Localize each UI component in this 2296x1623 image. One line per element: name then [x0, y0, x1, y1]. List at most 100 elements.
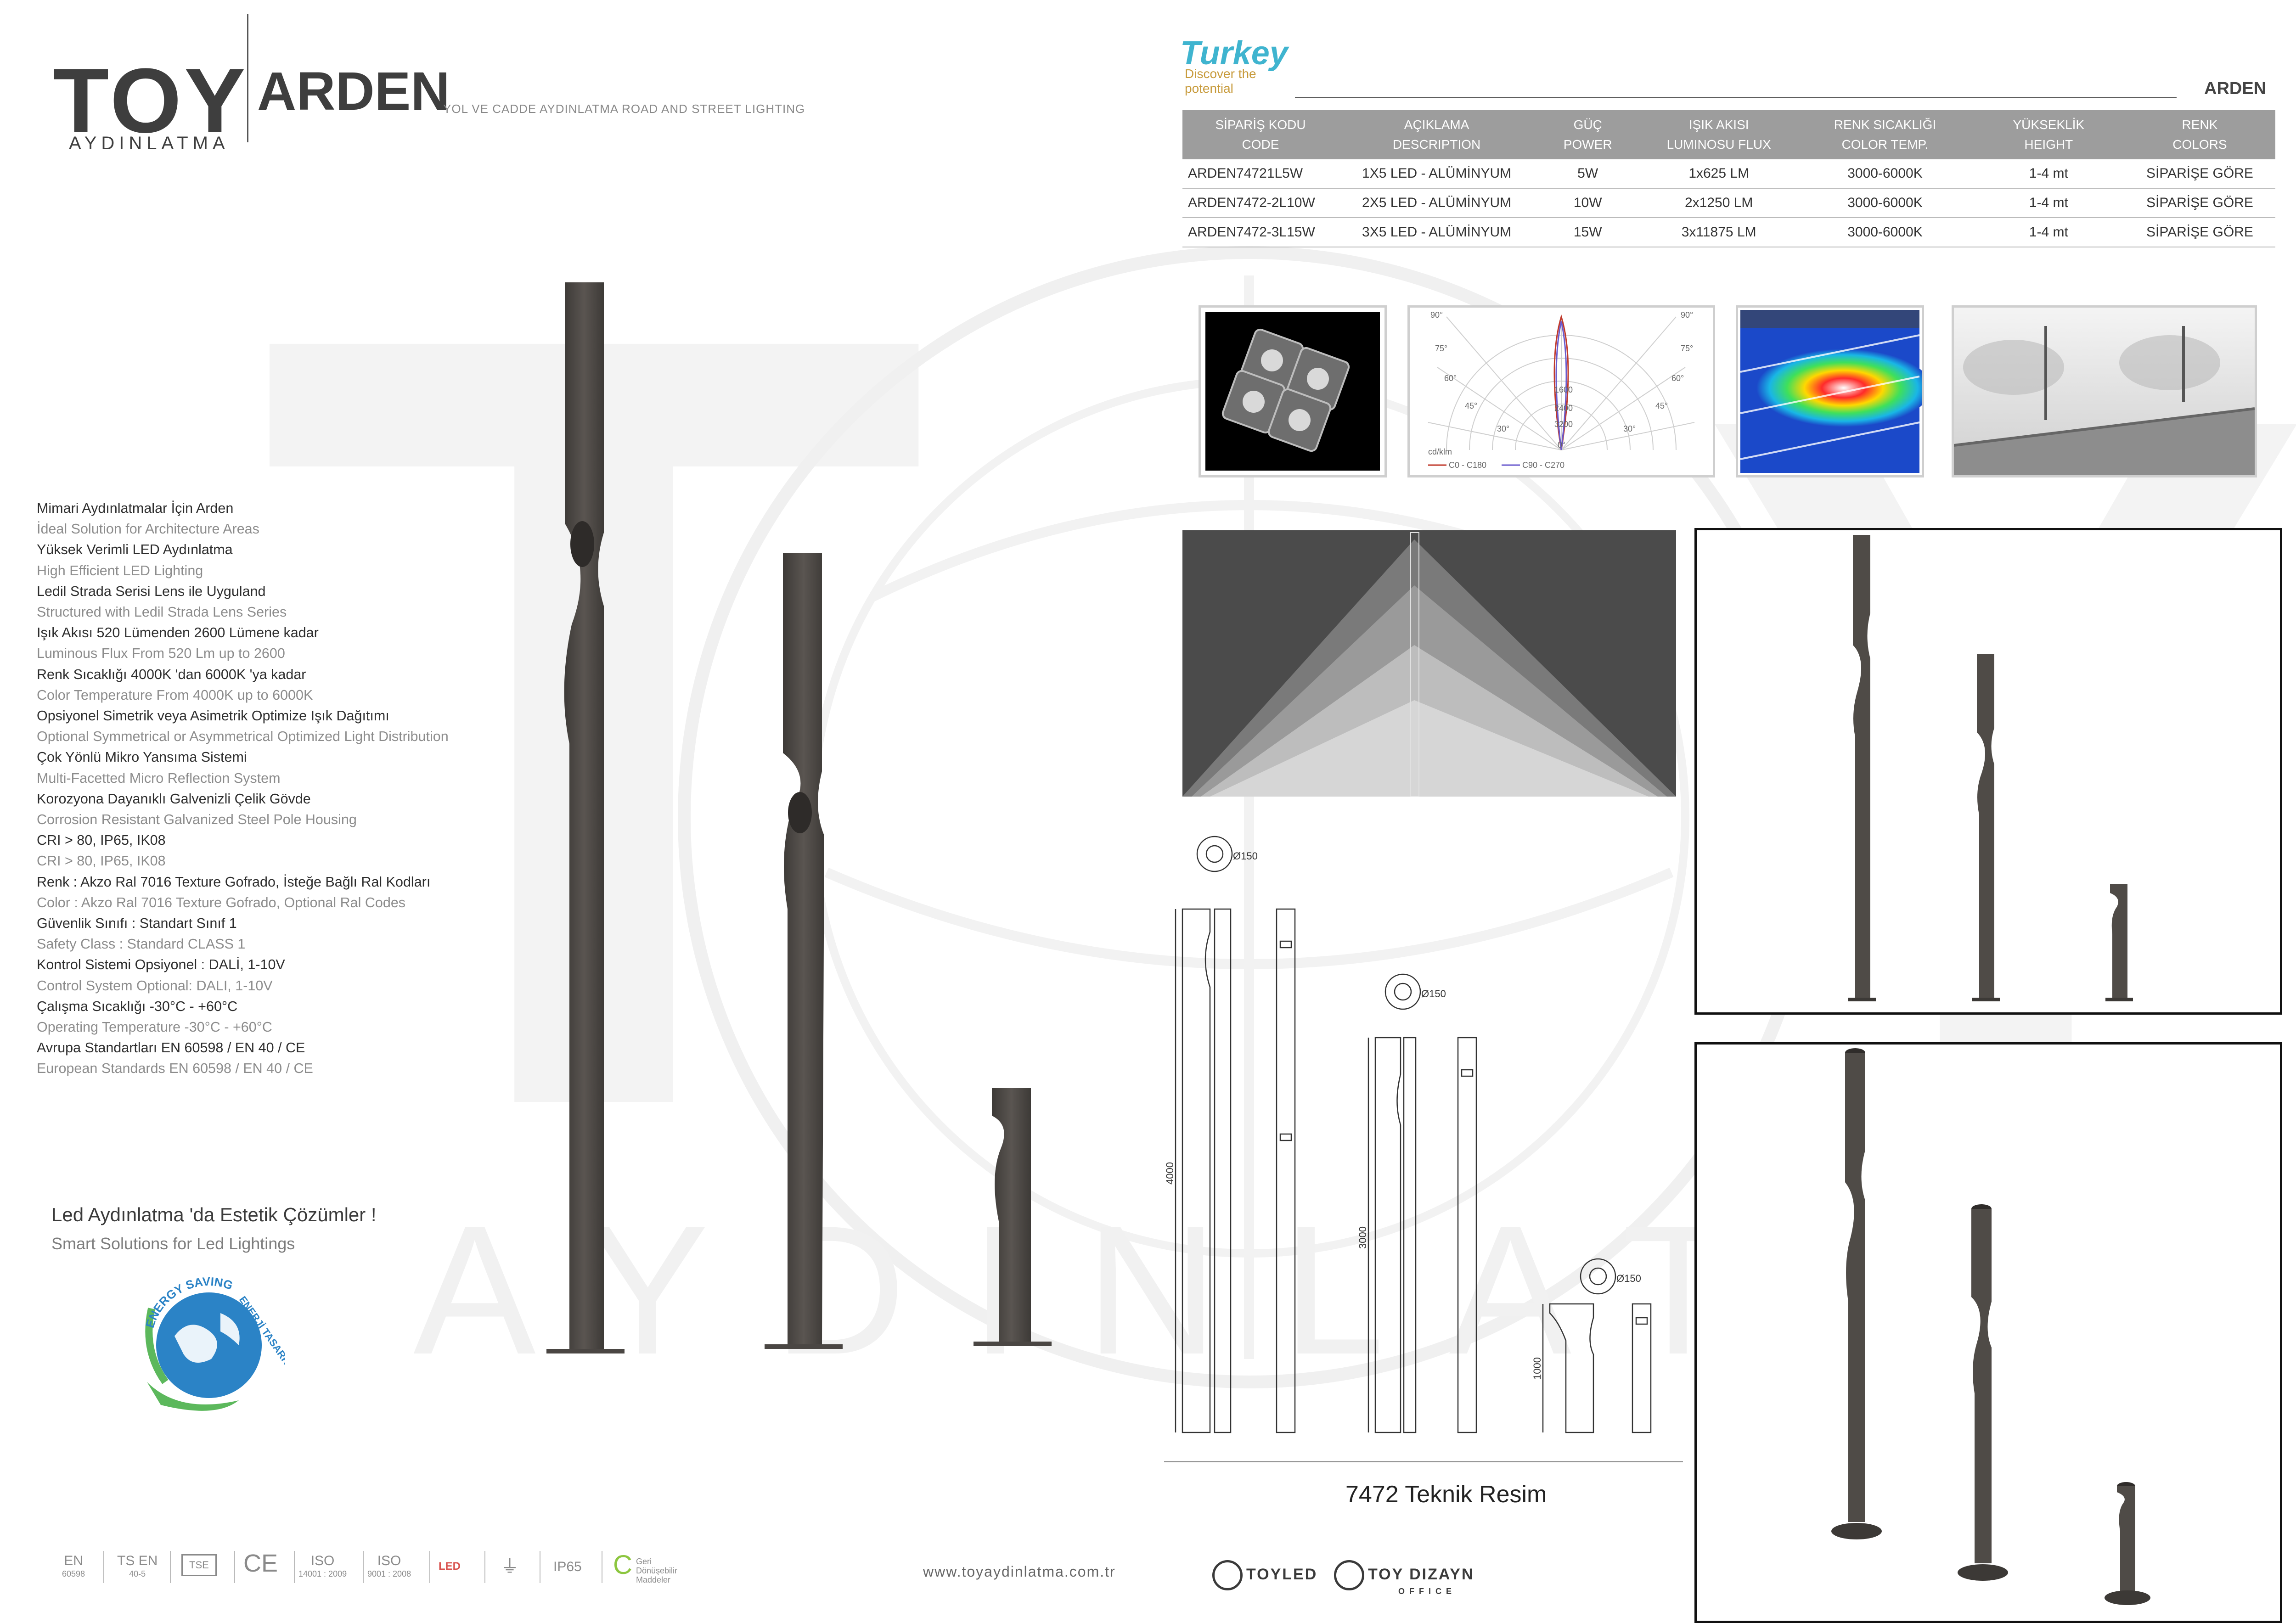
height-label-4000: 4000: [1164, 1162, 1176, 1185]
polar-curve-c0: [1553, 314, 1569, 450]
pole-medium: [765, 553, 843, 1349]
feature-tr: Mimari Aydınlatmalar İçin Arden: [37, 500, 234, 516]
feature-en: Structured with Ledil Strada Lens Series: [37, 604, 287, 620]
cert-tse: TSE: [181, 1554, 217, 1576]
diameter-label: Ø150: [1233, 850, 1258, 862]
toyled-icon: [1212, 1560, 1243, 1590]
angle-label: 45°: [1465, 401, 1477, 410]
cell: ARDEN74721L5W: [1182, 159, 1339, 189]
feature-tr: Ledil Strada Serisi Lens ile Uyguland: [37, 583, 266, 599]
feature-tr: CRI > 80, IP65, IK08: [37, 832, 166, 848]
cell: 10W: [1535, 188, 1641, 218]
street-render-image: [1953, 308, 2255, 475]
brand-subtitle: AYDINLATMA: [69, 133, 230, 153]
cert-ip65: IP65: [553, 1559, 582, 1574]
feature-en: Operating Temperature -30°C - +60°C: [37, 1019, 272, 1035]
cell: SİPARİŞE GÖRE: [2124, 217, 2275, 247]
product-code-right: ARDEN: [2204, 79, 2267, 98]
poles-render: [546, 282, 1052, 1353]
angle-label: 75°: [1681, 344, 1693, 353]
heatmap-image: [1740, 310, 1931, 473]
cell: SİPARİŞE GÖRE: [2124, 159, 2275, 189]
feature-en: European Standards EN 60598 / EN 40 / CE: [37, 1061, 313, 1077]
cell: 3000-6000K: [1797, 217, 1973, 247]
feature-en: Corrosion Resistant Galvanized Steel Pol…: [37, 812, 357, 828]
product-subtitle: YOL VE CADDE AYDINLATMA ROAD AND STREET …: [443, 102, 805, 116]
angle-label: 30°: [1623, 424, 1636, 433]
feature-en: Safety Class : Standard CLASS 1: [37, 936, 246, 952]
legend-c0: C0 - C180: [1449, 461, 1486, 470]
feature-tr: Kontrol Sistemi Opsiyonel : DALİ, 1-10V: [37, 957, 285, 973]
cert-separator: [170, 1551, 171, 1583]
angle-label: 90°: [1430, 310, 1443, 320]
pole-side-view: [1848, 535, 2133, 1001]
cell: 3X5 LED - ALÜMİNYUM: [1339, 217, 1535, 247]
slogan-tr: Led Aydınlatma 'da Estetik Çözümler !: [51, 1204, 377, 1225]
toyled-brand: TOYLED: [1212, 1560, 1317, 1590]
feature-en: İdeal Solution for Architecture Areas: [37, 521, 259, 537]
polar-diagram: 90° 90° 75° 75° 60° 60° 45° 45° 30° 30° …: [1407, 305, 1715, 477]
pole-tall: [546, 282, 625, 1353]
heatmap-photo: [1736, 305, 1931, 477]
cell: 15W: [1535, 217, 1641, 247]
feature-tr: Işık Akısı 520 Lümenden 2600 Lümene kada…: [37, 625, 319, 641]
cell: 1x625 LM: [1641, 159, 1797, 189]
angle-label: 0°: [1558, 440, 1565, 449]
feature-en: Control System Optional: DALI, 1-10V: [37, 977, 273, 994]
feature-en: Color : Akzo Ral 7016 Texture Gofrado, O…: [37, 894, 406, 910]
led-module-image: [1205, 312, 1380, 471]
product-title: ARDEN: [257, 61, 450, 122]
legend-c90: C90 - C270: [1522, 461, 1564, 470]
cell: SİPARİŞE GÖRE: [2124, 188, 2275, 218]
turkey-logo: Turkey: [1180, 35, 1288, 72]
height-label-3000: 3000: [1357, 1226, 1368, 1249]
technical-drawing: Ø150 Ø150 Ø150 4000 3000 1000: [1164, 836, 1652, 1433]
slogan-en: Smart Solutions for Led Lightings: [51, 1234, 295, 1253]
recycle-icon: C: [613, 1550, 632, 1580]
energy-saving-badge: ENERGY SAVING ENERJİ TASARRUFU: [143, 1275, 285, 1411]
cert-separator: [294, 1551, 295, 1583]
turkey-tagline: Discover the potential: [1185, 67, 1256, 96]
footer-url[interactable]: www.toyaydinlatma.com.tr: [923, 1563, 1116, 1580]
cell: 1-4 mt: [1973, 188, 2124, 218]
cell: 3000-6000K: [1797, 159, 1973, 189]
street-render-photo: [1952, 305, 2257, 477]
feature-tr: Korozyona Dayanıklı Galvenizli Çelik Göv…: [37, 791, 311, 807]
cell: 1-4 mt: [1973, 217, 2124, 247]
feature-tr: Renk : Akzo Ral 7016 Texture Gofrado, İs…: [37, 874, 431, 890]
cert-separator: [234, 1551, 235, 1583]
feature-en: CRI > 80, IP65, IK08: [37, 853, 166, 869]
cell: 5W: [1535, 159, 1641, 189]
cell: 3000-6000K: [1797, 188, 1973, 218]
angle-label: 75°: [1435, 344, 1447, 353]
angle-label: 60°: [1444, 374, 1457, 383]
brand-logo: TOY: [53, 50, 248, 152]
pole-short: [974, 1088, 1052, 1346]
polar-unit: cd/klm: [1428, 447, 1452, 456]
diameter-label: Ø150: [1616, 1273, 1641, 1284]
header-divider: [247, 14, 248, 142]
angle-label: 90°: [1681, 310, 1693, 320]
feature-list: Mimari Aydınlatmalar İçin Arden İdeal So…: [37, 498, 542, 1079]
polar-curve-c90: [1555, 321, 1567, 450]
pole-perspective-view: [1831, 1048, 2150, 1605]
angle-label: 60°: [1671, 374, 1684, 383]
feature-tr: Yüksek Verimli LED Aydınlatma: [37, 542, 233, 558]
feature-tr: Opsiyonel Simetrik veya Asimetrik Optimi…: [37, 708, 389, 724]
feature-en: Optional Symmetrical or Asymmetrical Opt…: [37, 729, 449, 745]
led-module-photo: [1199, 305, 1387, 477]
